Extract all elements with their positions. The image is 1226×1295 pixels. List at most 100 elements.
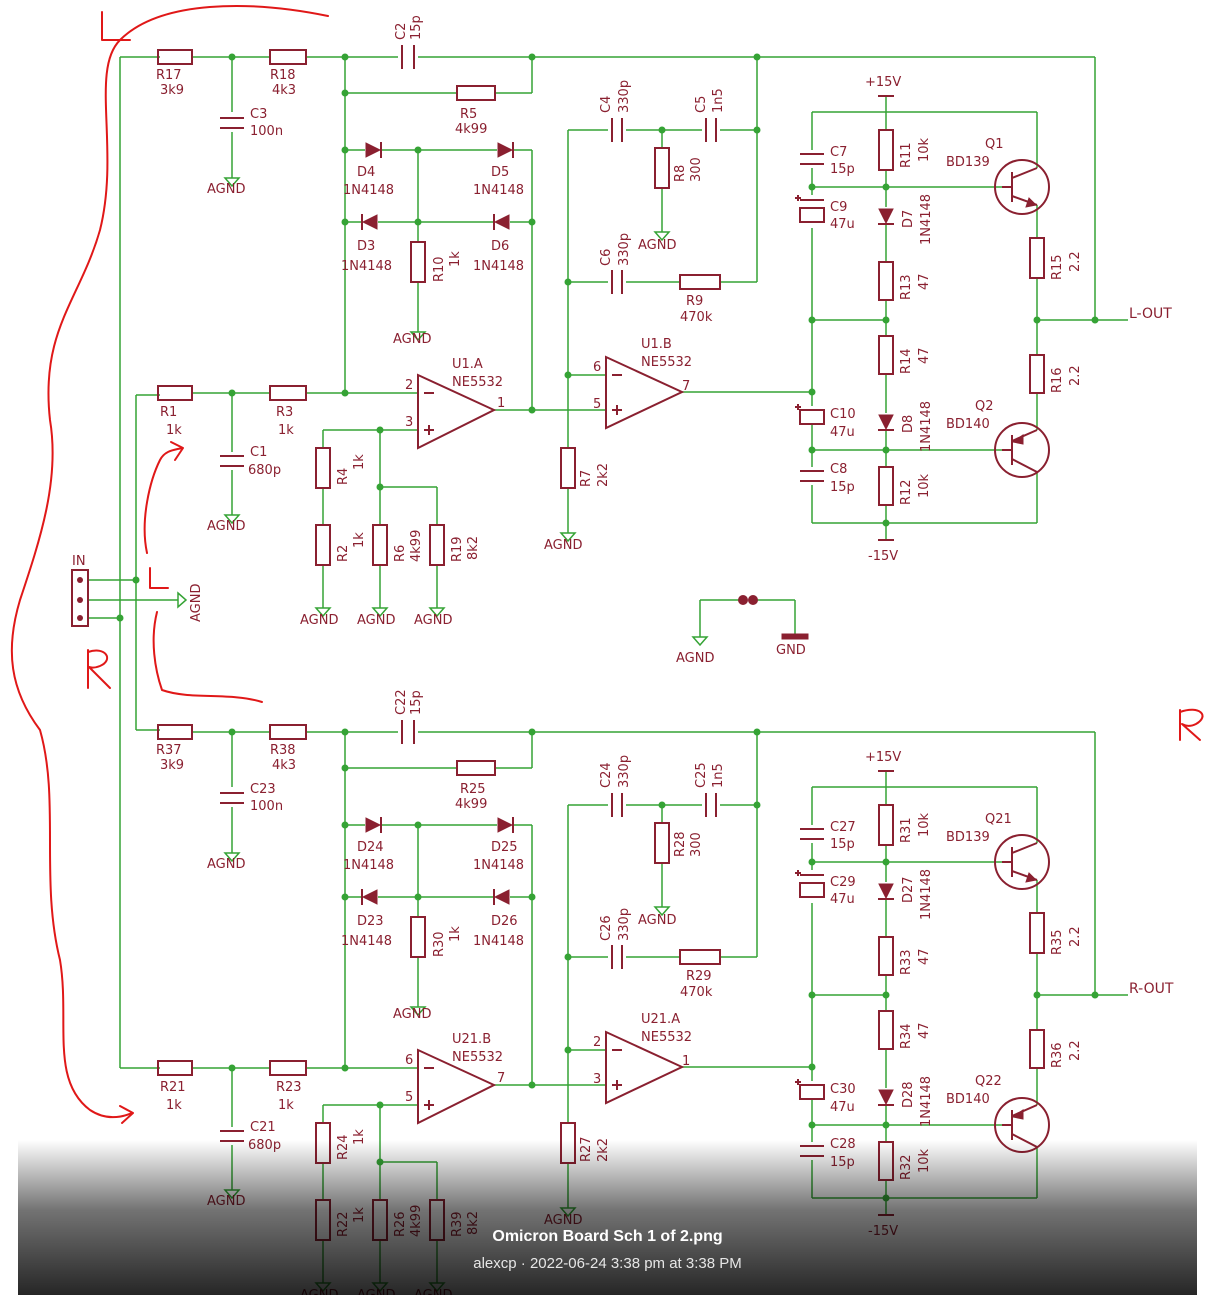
r7-label: R7: [579, 470, 594, 487]
u1-label: U1.A: [452, 357, 483, 372]
input-connector: [71, 569, 89, 627]
c8-label: C8: [830, 462, 847, 477]
c5-value: 1n5: [711, 88, 726, 113]
r15-label: R35: [1050, 929, 1065, 955]
r3-label: R23: [276, 1080, 302, 1095]
agnd-label: AGND: [638, 238, 676, 253]
r4-label: R4: [336, 468, 351, 485]
d6-value: 1N4148: [473, 259, 524, 274]
gnd-label: GND: [776, 643, 806, 658]
r1-label: R1: [160, 405, 177, 420]
q2-label: Q2: [975, 399, 994, 414]
q1-label: Q21: [985, 812, 1012, 827]
r14-label: R14: [899, 348, 914, 374]
r11-label: R31: [899, 817, 914, 843]
d7-label: D7: [901, 210, 916, 228]
r2-label: R2: [336, 545, 351, 562]
r13-value: 47: [917, 273, 932, 290]
c5-value: 1n5: [711, 763, 726, 788]
left-channel-mark: L: [1098, 19, 1106, 34]
r13-label: R33: [899, 949, 914, 975]
d4-value: 1N4148: [343, 858, 394, 873]
r8-value: 300: [689, 157, 704, 182]
d3-value: 1N4148: [341, 259, 392, 274]
r10-label: R10: [432, 256, 447, 282]
d6-label: D6: [491, 239, 509, 254]
r3-value: 1k: [278, 1098, 294, 1113]
u1-pin: 7: [497, 1071, 505, 1086]
transistors: [994, 834, 1050, 1153]
r16-value: 2.2: [1068, 365, 1083, 386]
connector-agnd-label: AGND: [189, 584, 204, 622]
r10-value: 1k: [448, 251, 463, 267]
r6-label: R6: [393, 545, 408, 562]
r8-value: 300: [689, 832, 704, 857]
r8-label: R28: [673, 831, 688, 857]
u2-pin: 3: [593, 1072, 601, 1087]
d3-label: D3: [357, 239, 375, 254]
r11-value: 10k: [917, 137, 932, 162]
c4-value: 330p: [617, 755, 632, 788]
transistors: [994, 159, 1050, 478]
r3-value: 1k: [278, 423, 294, 438]
c7-value: 15p: [830, 837, 855, 852]
junction-dots: [228, 53, 1099, 527]
c6-value: 330p: [617, 233, 632, 266]
connector-label: IN: [72, 554, 86, 569]
r6-value: 4k99: [409, 530, 424, 562]
u2-pin: 5: [593, 397, 601, 412]
c9-value: 47u: [830, 217, 855, 232]
d7-label: D27: [901, 876, 916, 903]
d3-label: D23: [357, 914, 384, 929]
r1-value: 1k: [166, 423, 182, 438]
c4-label: C4: [599, 96, 614, 113]
r19-label: R19: [450, 536, 465, 562]
opamps: [417, 1030, 685, 1125]
c1-label: C1: [250, 445, 267, 460]
r18-label: R18: [270, 68, 296, 83]
c7-value: 15p: [830, 162, 855, 177]
q2-value: BD140: [946, 1092, 990, 1107]
q1-value: BD139: [946, 155, 990, 170]
r10-label: R30: [432, 931, 447, 957]
agnd-label: AGND: [357, 613, 395, 628]
capacitors: [220, 720, 825, 1157]
d5-value: 1N4148: [473, 183, 524, 198]
r15-label: R15: [1050, 254, 1065, 280]
r14-value: 47: [917, 347, 932, 364]
agnd-label: AGND: [207, 857, 245, 872]
output-label: R-OUT: [1129, 981, 1174, 997]
c7-label: C27: [830, 820, 856, 835]
c1-label: C21: [250, 1120, 276, 1135]
r16-label: R36: [1050, 1042, 1065, 1068]
q1-value: BD139: [946, 830, 990, 845]
r3-label: R3: [276, 405, 293, 420]
opamps: [417, 355, 685, 450]
u2-pin: 7: [682, 379, 690, 394]
r4-value: 1k: [352, 454, 367, 470]
d8-label: D8: [901, 415, 916, 433]
c7-label: C7: [830, 145, 847, 160]
r8-label: R8: [673, 165, 688, 182]
d8-value: 1N4148: [919, 401, 934, 452]
d8-label: D28: [901, 1081, 916, 1108]
r9-label: R9: [686, 294, 703, 309]
r7-value: 2k2: [596, 463, 611, 487]
output-label: L-OUT: [1129, 306, 1172, 322]
c5-label: C25: [694, 762, 709, 788]
u2-pin: 6: [593, 360, 601, 375]
agnd-label: AGND: [207, 182, 245, 197]
c3-value: 100n: [250, 799, 283, 814]
c10-value: 47u: [830, 1100, 855, 1115]
image-caption-overlay: Omicron Board Sch 1 of 2.png alexcp · 20…: [18, 1140, 1197, 1295]
d6-value: 1N4148: [473, 934, 524, 949]
c10-label: C30: [830, 1082, 856, 1097]
r17-label: R17: [156, 68, 182, 83]
d4-label: D24: [357, 840, 384, 855]
c2-label: C22: [394, 689, 409, 715]
pos-label: +15V: [865, 75, 901, 90]
r2-value: 1k: [352, 532, 367, 548]
c6-label: C26: [599, 915, 614, 941]
input-wiring: [88, 56, 188, 1069]
diodes: [361, 142, 894, 431]
